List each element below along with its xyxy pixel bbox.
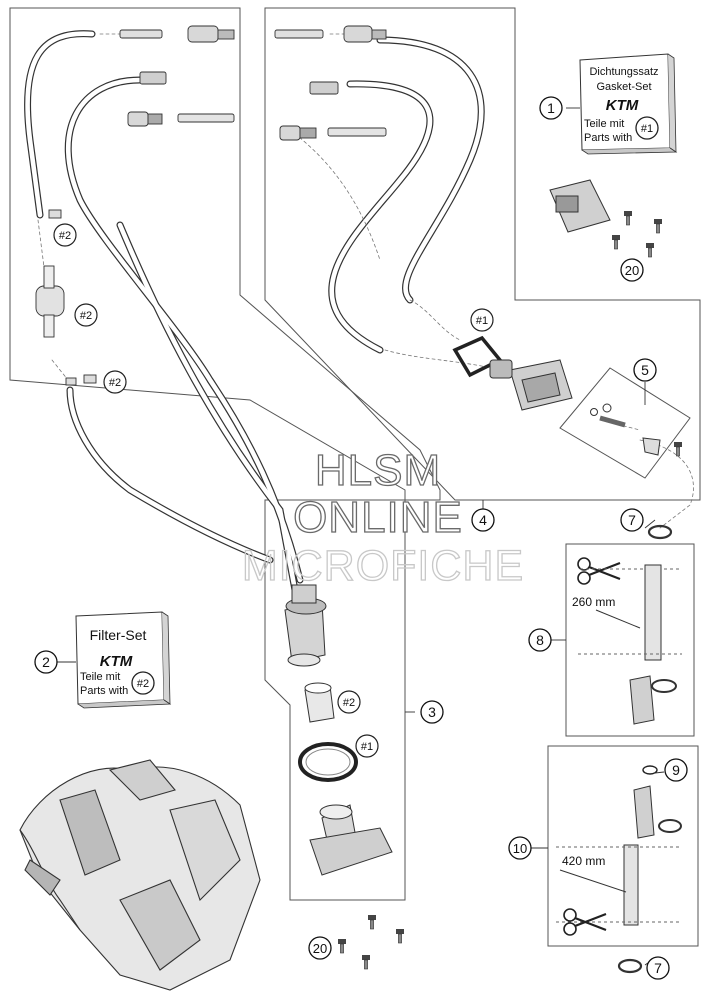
svg-text:#2: #2: [59, 230, 71, 242]
svg-text:#1: #1: [476, 315, 488, 327]
svg-text:9: 9: [672, 762, 680, 778]
callout-9: 9: [664, 758, 688, 782]
gasket-box-line1: Dichtungssatz: [589, 66, 658, 78]
ref-1-b: #1: [470, 308, 494, 332]
svg-text:7: 7: [628, 512, 636, 528]
hose-filter-lower: [66, 386, 274, 564]
electrical-plug-right: [309, 81, 339, 95]
measure-260mm: 260 mm: [572, 595, 615, 609]
electrical-plug-left: [139, 71, 167, 85]
ref-2-c: #2: [103, 370, 127, 394]
callout-10: 10: [508, 836, 532, 860]
callout-20-bottom: 20: [308, 936, 332, 960]
ref-2-a: #2: [53, 223, 77, 247]
outline-part5-box: [559, 367, 691, 479]
ref-2-b: #2: [74, 303, 98, 327]
part5-contents: [590, 403, 661, 456]
ref-2-d: #2: [337, 690, 361, 714]
filter-box-line3: Teile mit: [80, 671, 120, 683]
ref-markers: #2 #2 #2 #2 #1 #1: [53, 223, 494, 758]
watermark: HLSM ONLINE MICROFICHE: [241, 445, 524, 590]
ref-1-c: #1: [355, 734, 379, 758]
svg-text:3: 3: [428, 704, 436, 720]
hose-connector-10: [633, 785, 655, 839]
callout-7-top: 7: [620, 508, 644, 532]
svg-text:#1: #1: [361, 741, 373, 753]
callout-4: 4: [471, 508, 495, 532]
ktm-logo-filter: KTM: [100, 653, 133, 670]
filter-box-line4: Parts with: [80, 685, 128, 697]
fitting-a: [119, 29, 163, 39]
svg-text:20: 20: [313, 941, 327, 956]
clamps: [617, 524, 673, 974]
filter-set-box: Filter-Set KTM Teile mit Parts with #2: [75, 611, 172, 709]
quick-coupler-8: [629, 675, 655, 725]
fittings-top: [119, 25, 387, 141]
gasket-box-line4: Parts with: [584, 132, 632, 144]
svg-text:5: 5: [641, 362, 649, 378]
o-ring: [298, 742, 358, 782]
filter-box-line1: Filter-Set: [90, 627, 147, 643]
connector-detail: [549, 179, 611, 233]
fuel-tank: [19, 759, 261, 991]
gasket-box-line2: Gasket-Set: [596, 81, 651, 93]
outline-tank-connector-group: [264, 7, 701, 501]
outline-part10-box: [547, 745, 699, 947]
hose-260mm: [644, 564, 662, 661]
callout-20-right: 20: [620, 258, 644, 282]
callout-3: 3: [420, 700, 444, 724]
hose-right-mid: [328, 80, 434, 354]
gasket-box-line3: Teile mit: [584, 118, 624, 130]
part10-contents: [556, 765, 682, 937]
measure-420mm: 420 mm: [562, 854, 605, 868]
gasket-box-ref: #1: [641, 123, 653, 135]
filter-box-ref: #2: [137, 678, 149, 690]
svg-text:20: 20: [625, 263, 639, 278]
svg-text:4: 4: [479, 512, 487, 528]
svg-text:2: 2: [42, 654, 50, 670]
svg-text:7: 7: [654, 960, 662, 976]
svg-text:1: 1: [547, 100, 555, 116]
callout-5: 5: [633, 358, 657, 382]
svg-text:#2: #2: [109, 377, 121, 389]
callout-8: 8: [528, 628, 552, 652]
group-outlines: [9, 7, 701, 947]
outline-left-hose-group: [9, 7, 441, 901]
svg-text:8: 8: [536, 632, 544, 648]
watermark-line2: ONLINE: [293, 493, 463, 542]
part8-contents: [576, 556, 682, 725]
gasket-set-box: Dichtungssatz Gasket-Set KTM Teile mit P…: [579, 53, 678, 155]
watermark-line1: HLSM: [315, 446, 441, 495]
hoses: [24, 30, 694, 611]
fuel-filter: [35, 285, 65, 317]
watermark-line3: MICROFICHE: [242, 542, 524, 590]
measurements: 260 mm 420 mm: [562, 595, 615, 868]
callout-1: 1: [539, 96, 563, 120]
svg-text:10: 10: [513, 841, 527, 856]
ktm-logo: KTM: [606, 97, 639, 114]
hose-420mm: [623, 844, 639, 926]
callouts: 1 2 3 4 5 7 8 9 10 7 20 20: [34, 96, 688, 980]
svg-text:#2: #2: [343, 697, 355, 709]
tank-connector: [452, 179, 611, 411]
svg-text:#2: #2: [80, 310, 92, 322]
callout-7-bottom: 7: [646, 956, 670, 980]
fuel-pump-assembly: [284, 584, 393, 876]
filter-parts: [35, 209, 97, 386]
callout-2: 2: [34, 650, 58, 674]
fitting-b: [274, 29, 324, 39]
